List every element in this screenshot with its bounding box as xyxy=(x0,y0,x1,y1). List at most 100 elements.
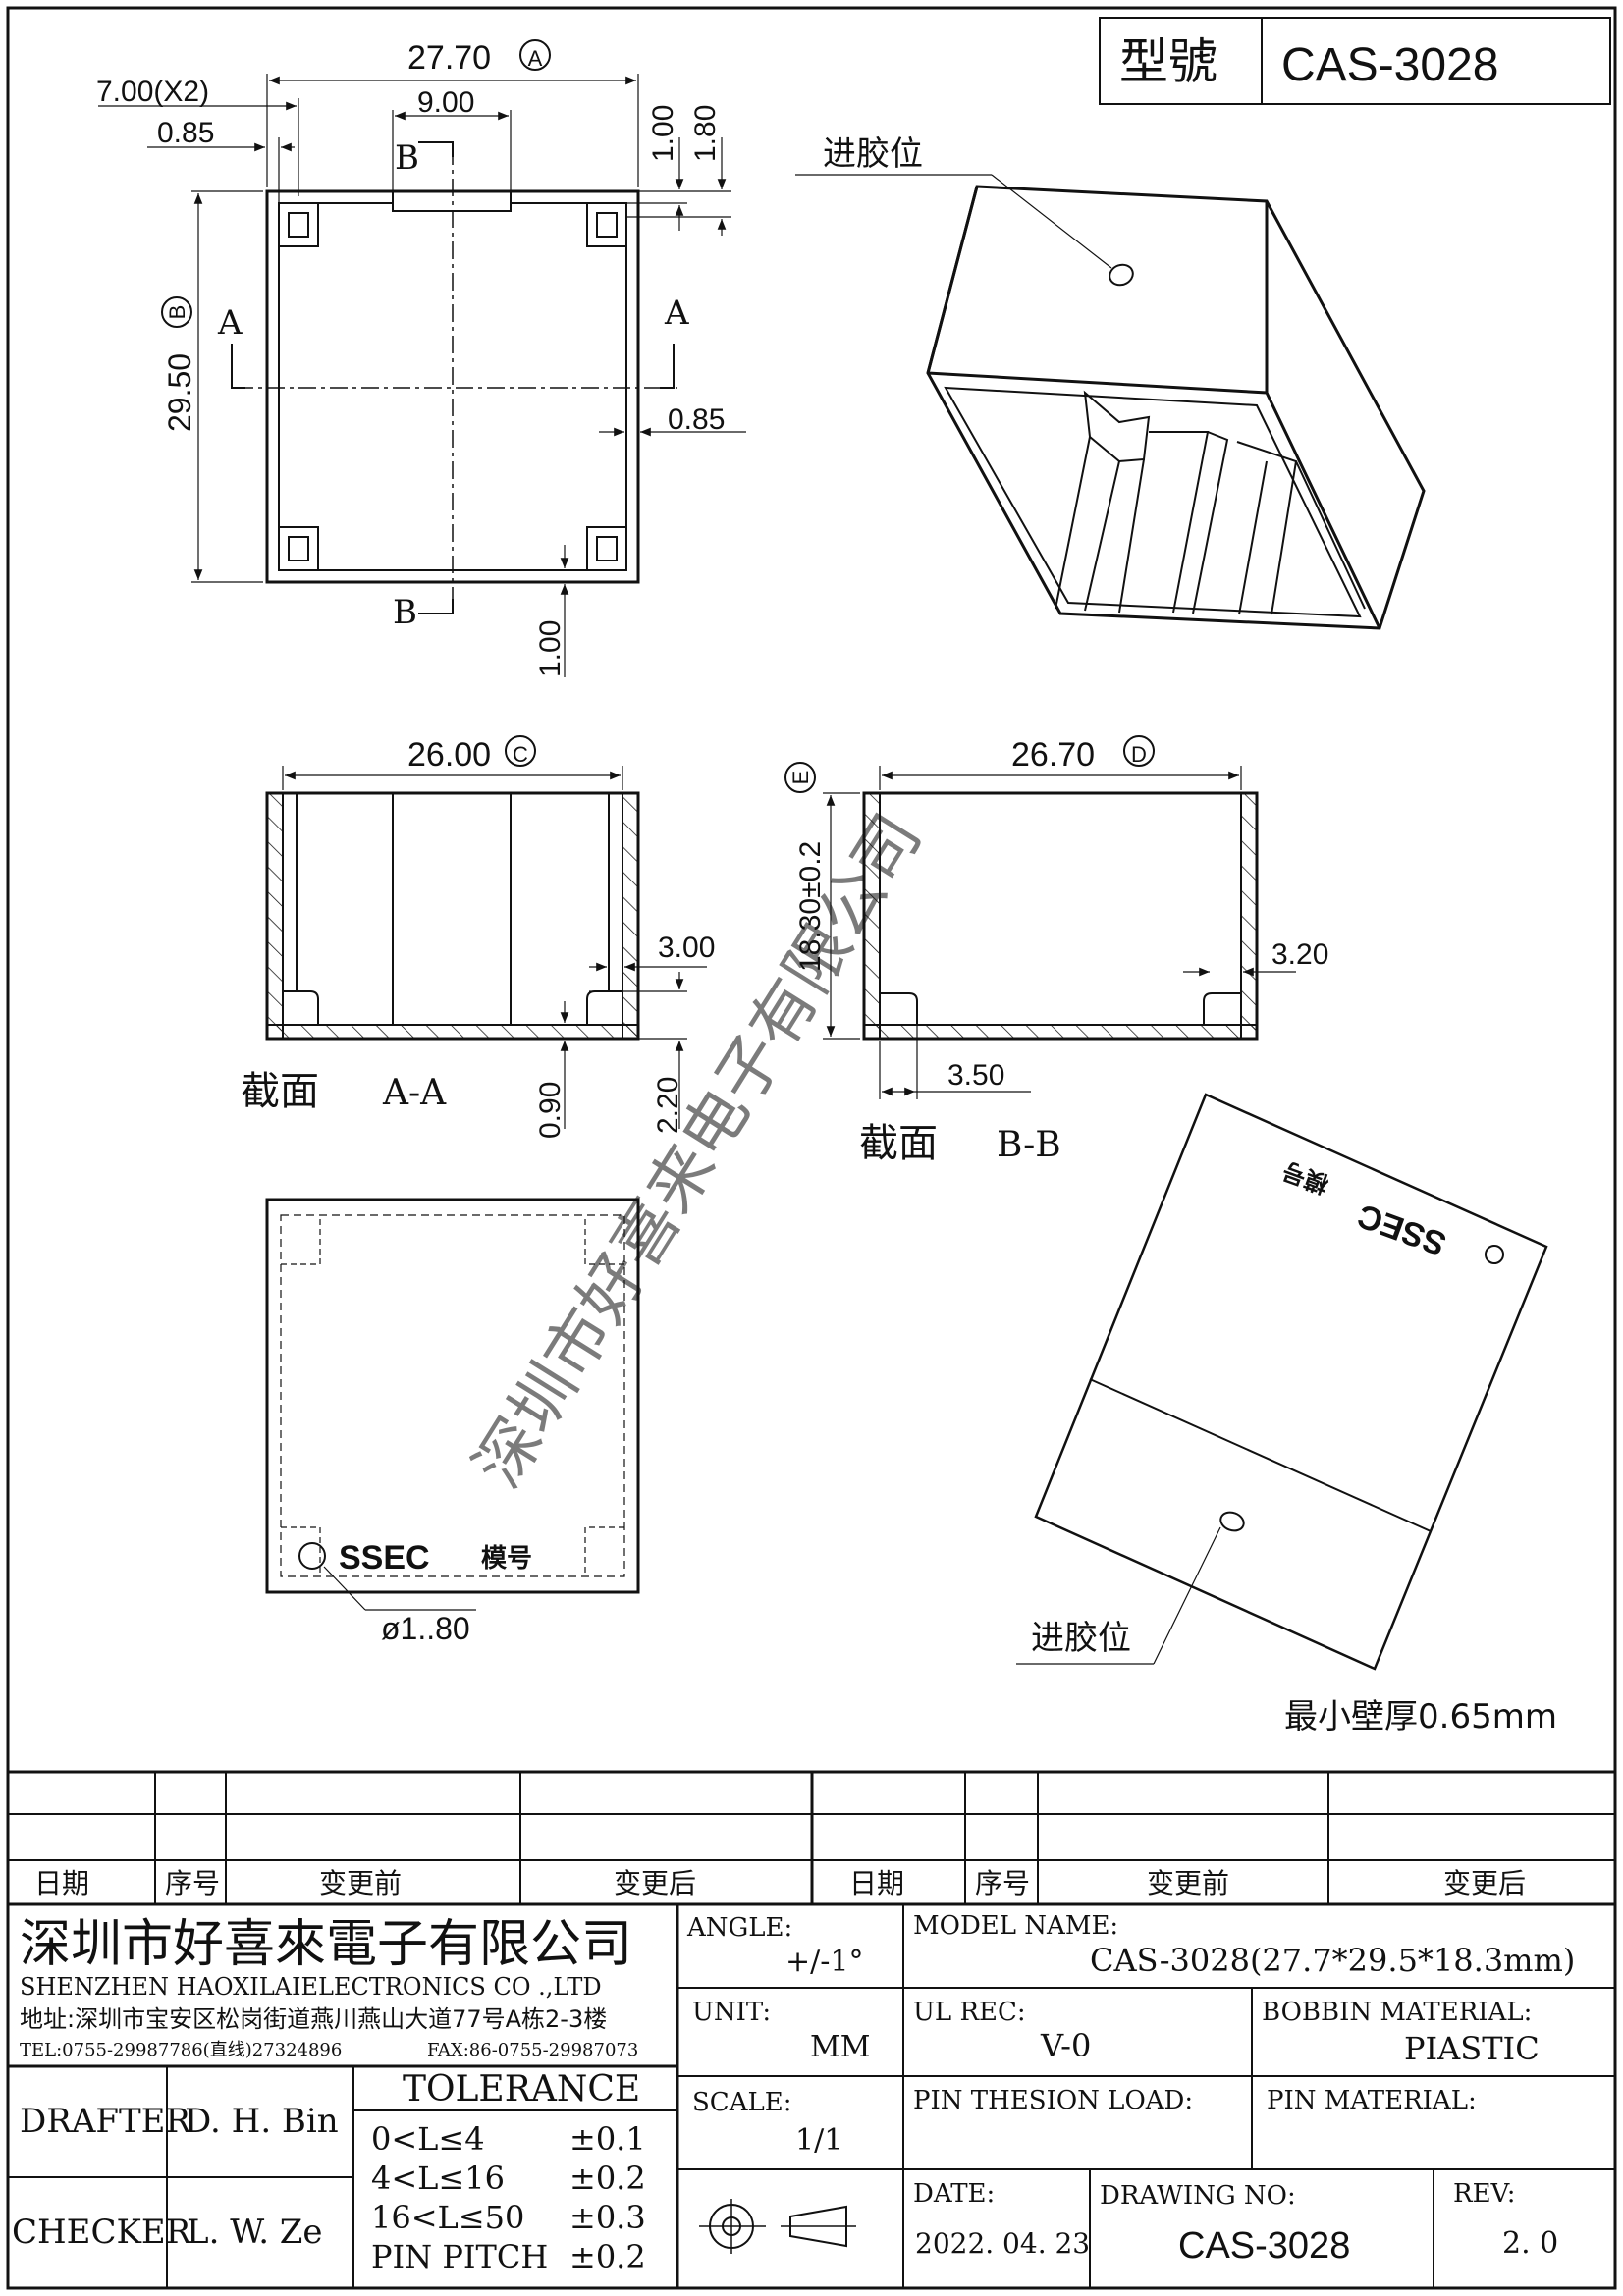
dim-right-1: 1.00 xyxy=(647,105,679,162)
revision-headers: 日期 序号 变更前 变更后 日期 序号 变更前 变更后 xyxy=(34,1867,1526,1899)
mark-d: D xyxy=(1131,742,1147,767)
ul-value: V-0 xyxy=(1040,2027,1091,2064)
section-bb xyxy=(823,766,1296,1099)
dim-floor-aa: 0.90 xyxy=(534,1082,567,1139)
mark-e: E xyxy=(788,771,813,785)
tag-iso-bottom: 模号 xyxy=(1278,1156,1332,1199)
rev-header-before-1: 变更前 xyxy=(319,1867,402,1899)
dim-right-2: 1.80 xyxy=(689,105,722,162)
unit-value: MM xyxy=(810,2030,870,2064)
date-value: 2022. 04. 23 xyxy=(915,2227,1090,2260)
mark-c: C xyxy=(513,742,528,767)
section-label-b: B xyxy=(393,593,417,632)
dim-width-bb: 26.70 xyxy=(1011,736,1095,774)
page-border xyxy=(6,6,1617,2290)
dim-wall-left: 0.85 xyxy=(157,117,214,149)
tol-value-2: ±0.2 xyxy=(569,2160,646,2197)
dim-center: 9.00 xyxy=(417,86,474,119)
dim-step-bb: 3.20 xyxy=(1271,938,1328,971)
rev-header-seq-2: 序号 xyxy=(975,1867,1030,1899)
rev-value: 2. 0 xyxy=(1502,2226,1558,2261)
brand-bottom-view: SSEC xyxy=(339,1539,430,1576)
caption-bb: 截面 xyxy=(859,1121,938,1166)
angle-label: ANGLE: xyxy=(686,1913,792,1943)
tol-range-4: PIN PITCH xyxy=(371,2238,548,2275)
rev-header-after-1: 变更后 xyxy=(614,1867,696,1899)
caption-aa-id: A-A xyxy=(382,1073,447,1113)
drafter-label: DRAFTER xyxy=(20,2102,192,2141)
section-aa xyxy=(265,766,707,1129)
ul-label: UL REC: xyxy=(913,1998,1026,2027)
brand-iso-bottom: SSEC xyxy=(1353,1197,1451,1262)
dim-height-aa: 2.20 xyxy=(652,1077,684,1134)
revision-table xyxy=(8,1770,1615,1906)
tol-range-1: 0<L≤4 xyxy=(371,2120,485,2158)
dim-height-bb: 18.30±0.2 xyxy=(794,841,827,972)
section-label-a-right: A xyxy=(664,294,689,333)
dim-width-top: 27.70 xyxy=(407,39,491,77)
rev-label: REV: xyxy=(1453,2179,1515,2209)
pin-material-label: PIN MATERIAL: xyxy=(1267,2086,1477,2115)
dim-bottom-top: 1.00 xyxy=(534,620,567,677)
rev-header-seq-1: 序号 xyxy=(165,1867,220,1899)
bottom-view xyxy=(265,1198,640,1611)
section-mark-b-top: B xyxy=(395,138,419,178)
caption-aa: 截面 xyxy=(241,1069,319,1114)
min-wall-note: 最小壁厚0.65mm xyxy=(1284,1697,1557,1736)
iso-top-view xyxy=(795,174,1426,630)
caption-bb-id: B-B xyxy=(997,1125,1061,1165)
dim-slot: 7.00(X2) xyxy=(96,76,209,108)
dim-wall-right: 0.85 xyxy=(668,403,725,436)
scale-label: SCALE: xyxy=(692,2088,792,2117)
section-bb-labels: 26.70 D 18.30±0.2 E 3.20 3.50 截面 B-B xyxy=(784,735,1328,1166)
drafter-name: D. H. Bin xyxy=(185,2102,339,2141)
drawing-value: CAS-3028 xyxy=(1178,2225,1350,2267)
model-number-top: CAS-3028 xyxy=(1281,39,1498,91)
section-label-a-left: A xyxy=(217,303,243,343)
date-label: DATE: xyxy=(913,2179,995,2209)
tolerance-title: TOLERANCE xyxy=(403,2069,640,2109)
model-value: CAS-3028(27.7*29.5*18.3mm) xyxy=(1090,1942,1575,1979)
rev-header-before-2: 变更前 xyxy=(1147,1867,1229,1899)
mark-b: B xyxy=(165,305,189,320)
bobbin-value: PIASTIC xyxy=(1404,2030,1540,2067)
tag-bottom-view: 模号 xyxy=(481,1544,532,1574)
tol-range-3: 16<L≤50 xyxy=(371,2199,524,2236)
gate-label-bottom: 进胶位 xyxy=(1031,1619,1131,1658)
mark-a: A xyxy=(528,46,543,71)
tol-value-4: ±0.2 xyxy=(569,2238,646,2275)
company-address: 地址:深圳市宝安区松岗街道燕川燕山大道77号A栋2-3楼 xyxy=(20,2005,607,2033)
company-name-en: SHENZHEN HAOXILAIELECTRONICS CO .,LTD xyxy=(20,1973,602,2001)
iso-bottom-view xyxy=(1016,1093,1548,1671)
tol-range-2: 4<L≤16 xyxy=(371,2160,505,2197)
dim-height-top: 29.50 xyxy=(162,353,197,432)
type-label: 型號 xyxy=(1119,33,1217,90)
drawing-label: DRAWING NO: xyxy=(1100,2181,1296,2211)
tol-value-3: ±0.3 xyxy=(569,2199,646,2236)
top-view xyxy=(98,74,746,677)
scale-value: 1/1 xyxy=(795,2123,842,2158)
hole-dim: ø1..80 xyxy=(381,1611,470,1646)
model-label: MODEL NAME: xyxy=(913,1911,1118,1941)
section-aa-labels: 26.00 C 3.00 0.90 2.20 截面 A-A xyxy=(241,735,715,1139)
dim-step-aa: 3.00 xyxy=(658,932,715,964)
rev-header-after-2: 变更后 xyxy=(1443,1867,1526,1899)
pin-load-label: PIN THESION LOAD: xyxy=(913,2086,1193,2115)
specs: ANGLE: +/-1° UNIT: MM SCALE: 1/1 MODEL N… xyxy=(686,1911,1575,2267)
title-box-top: 型號 CAS-3028 xyxy=(1099,17,1611,105)
rev-header-date-2: 日期 xyxy=(849,1867,904,1899)
tolerance-rows: 0<L≤4 ±0.1 4<L≤16 ±0.2 16<L≤50 ±0.3 PIN … xyxy=(371,2120,646,2275)
dim-width-aa: 26.00 xyxy=(407,736,491,774)
gate-label-top: 进胶位 xyxy=(823,134,923,174)
company-fax: FAX:86-0755-29987073 xyxy=(427,2040,638,2060)
rev-header-date-1: 日期 xyxy=(34,1867,89,1899)
dim-bottom-bb: 3.50 xyxy=(947,1059,1004,1092)
angle-value: +/-1° xyxy=(785,1945,863,1979)
bobbin-label: BOBBIN MATERIAL: xyxy=(1262,1998,1532,2027)
top-view-labels: 27.70 A 7.00(X2) 9.00 0.85 1.00 1.80 B 2… xyxy=(96,39,725,677)
title-block xyxy=(8,1904,1615,2288)
tol-value-1: ±0.1 xyxy=(569,2120,646,2158)
unit-label: UNIT: xyxy=(692,1998,771,2027)
company-tel: TEL:0755-29987786(直线)27324896 xyxy=(20,2040,342,2060)
